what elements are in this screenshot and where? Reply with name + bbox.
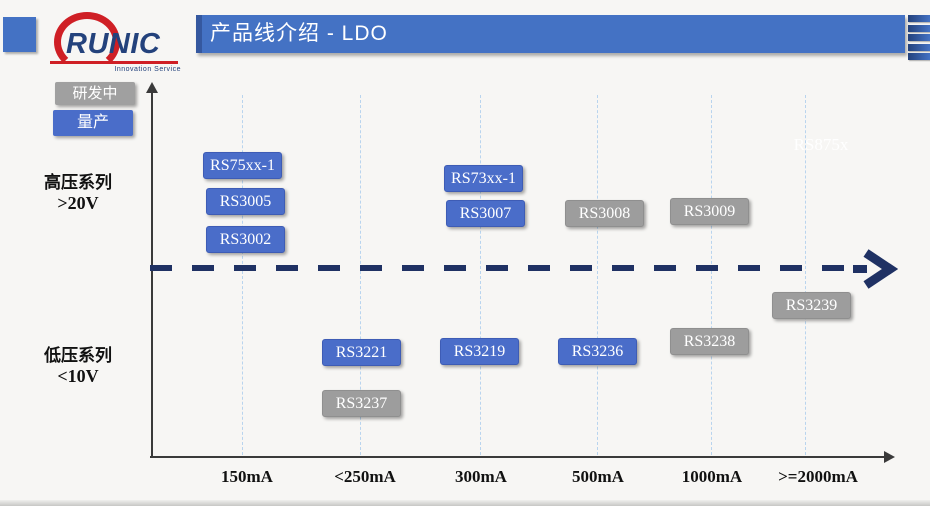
gridline-250mA [360,95,361,455]
x-axis-arrow-icon [884,451,895,463]
product-chip-rs3221: RS3221 [322,339,401,366]
x-axis-line [150,456,886,458]
product-chip-rs3007: RS3007 [446,200,525,227]
runic-logo: RUNIC Innovation Service [50,8,185,73]
product-chip-rs3005: RS3005 [206,188,285,215]
voltage-divider-dashed-line [150,265,850,271]
logo-arc-icon [54,12,120,72]
y-axis-line [151,92,153,458]
xlabel-2000mA: >=2000mA [778,467,858,486]
gridline-150mA [242,95,243,455]
gridline-1000mA [711,95,712,455]
xlabel-500mA: 500mA [572,467,624,486]
gridline-300mA [480,95,481,455]
product-chip-rs3238: RS3238 [670,328,749,355]
product-chip-rs3008: RS3008 [565,200,644,227]
logo-tagline: Innovation Service [114,66,181,73]
product-chip-rs73xx-1: RS73xx-1 [444,165,523,192]
legend-in-development: 研发中 [55,82,135,105]
product-chip-rs3219: RS3219 [440,338,519,365]
divider-arrow-icon [853,249,898,289]
logo-brand-text: RUNIC [66,28,161,60]
gridline-500mA [597,95,598,455]
corner-accent-square [3,17,36,52]
ylabel-high-voltage: 高压系列 >20V [44,173,112,213]
xlabel-150mA: 150mA [221,467,273,486]
product-chip-rs3237: RS3237 [322,390,401,417]
header-decoration-bars [908,15,930,63]
product-chip-rs3236: RS3236 [558,338,637,365]
title-bar: 产品线介绍 - LDO [196,15,905,53]
product-chip-rs3239: RS3239 [772,292,851,319]
ylabel-low-voltage: 低压系列 <10V [44,346,112,386]
legend-mass-production: 量产 [53,110,133,136]
page-title: 产品线介绍 - LDO [210,22,388,45]
product-chip-rs3009: RS3009 [670,198,749,225]
y-axis-arrow-icon [146,82,158,93]
xlabel-300mA: 300mA [455,467,507,486]
slide-bottom-edge [0,500,930,506]
product-chip-rs75xx-1: RS75xx-1 [203,152,282,179]
watermark-text: RS875x [793,135,849,154]
product-chip-rs3002: RS3002 [206,226,285,253]
xlabel-1000mA: 1000mA [681,467,743,486]
gridline-2000mA [805,95,806,455]
logo-underline [50,61,178,64]
xlabel-250mA: <250mA [334,467,396,486]
